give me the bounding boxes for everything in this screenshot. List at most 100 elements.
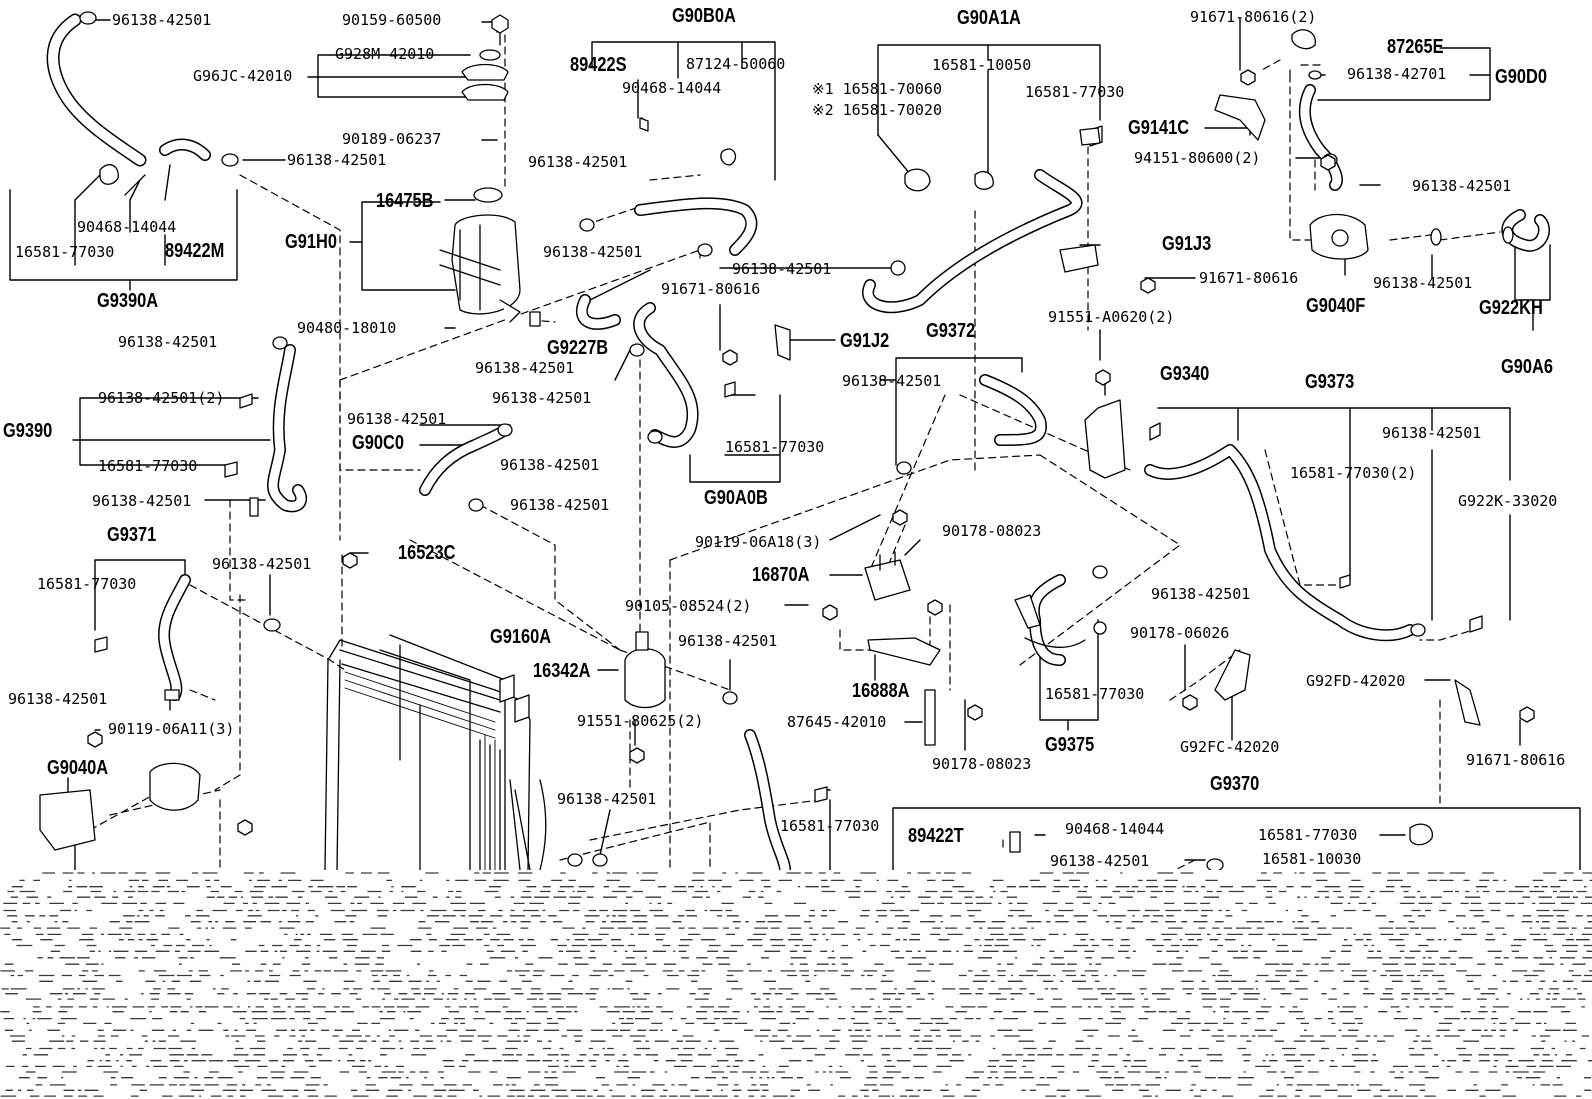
part-label: 96138-42501 [510,496,610,514]
part-label: G922K-33020 [1458,492,1558,510]
parts [39,11,1535,872]
part-label: G928M-42010 [335,45,435,63]
group-label: G90A6 [1501,356,1553,378]
part-label: 90178-06026 [1130,624,1230,642]
part-label: 90468-14044 [1065,820,1165,838]
part-label: 87645-42010 [787,713,887,731]
part-label: 16581-77030 [15,243,115,261]
group-label: G9372 [926,320,976,342]
dashed-leaders [89,34,1501,871]
group-label: G91J2 [840,330,890,352]
part-label: 90480-18010 [297,319,397,337]
part-label: ※1 16581-70060 [812,80,942,98]
part-label: 96138-42501 [347,410,447,428]
group-label: G90A0B [704,487,768,509]
group-label: G9160A [490,626,552,648]
group-label: 87265E [1387,36,1444,58]
part-label: 96138-42501 [732,260,832,278]
part-label: 96138-42501 [8,690,108,708]
group-label: G9040A [47,757,109,779]
part-label: 91671-80616 [1199,269,1299,287]
group-label: G91H0 [285,231,337,253]
group-label: G9040F [1306,295,1366,317]
group-label: G9340 [1160,363,1210,385]
noise-strokes [0,872,1592,1097]
part-label: 96138-42501 [118,333,218,351]
part-label: 90105-08524(2) [625,597,752,615]
part-label: 96138-42501 [212,555,312,573]
group-label: 89422T [908,825,964,847]
part-label: G92FC-42020 [1180,738,1280,756]
part-label: 96138-42501 [500,456,600,474]
group-label: G90C0 [352,432,404,454]
part-label: 16581-77030 [1258,826,1358,844]
part-label: 96138-42701 [1347,65,1447,83]
group-label: 16888A [852,680,910,702]
part-label: 96138-42501 [1050,852,1150,870]
part-label: 96138-42501 [1382,424,1482,442]
part-label: 96138-42501 [475,359,575,377]
part-label: 96138-42501(2) [98,389,225,407]
group-label: G90A1A [957,7,1021,29]
part-label: 94151-80600(2) [1134,149,1261,167]
part-label: 91671-80616 [1466,751,1566,769]
part-label: 96138-42501 [678,632,778,650]
part-label: 96138-42501 [112,11,212,29]
part-label: 16581-10030 [1262,850,1362,868]
part-label: 16581-77030 [37,575,137,593]
part-label: 90119-06A18(3) [695,533,822,551]
part-label: 91551-A0620(2) [1048,308,1175,326]
group-label: G9371 [107,524,157,546]
group-label: 16475B [376,190,434,212]
part-label: 96138-42501 [528,153,628,171]
group-label: 16342A [533,660,591,682]
group-label: G90B0A [672,5,736,27]
part-label: 90178-08023 [932,755,1032,773]
group-label: G90D0 [1495,66,1547,88]
part-label: G96JC-42010 [193,67,293,85]
part-label: 96138-42501 [543,243,643,261]
part-label: 16581-77030 [725,438,825,456]
group-label: G9141C [1128,117,1190,139]
group-label: G9375 [1045,734,1095,756]
part-label: 96138-42501 [557,790,657,808]
part-label: ※2 16581-70020 [812,101,942,119]
part-label: 16581-77030 [98,457,198,475]
group-label: G9227B [547,337,609,359]
group-label: G922KH [1479,297,1543,319]
part-label: 96138-42501 [1412,177,1512,195]
part-label: 91671-80616(2) [1190,8,1317,26]
part-label: 96138-42501 [492,389,592,407]
part-label: 90159-60500 [342,11,442,29]
part-label: 96138-42501 [842,372,942,390]
truncated-region [0,870,1592,1099]
group-label: G91J3 [1162,233,1212,255]
part-label: 90189-06237 [342,130,442,148]
part-label: 96138-42501 [1151,585,1251,603]
group-label: G9390A [97,290,159,312]
group-label: 89422S [570,54,627,76]
callout-lines [9,17,1581,871]
group-label: 16523C [398,542,456,564]
part-label: 16581-77030(2) [1290,464,1417,482]
part-label: 16581-77030 [1045,685,1145,703]
group-label: G9373 [1305,371,1355,393]
noise-pattern [0,872,1592,1097]
group-label: 16870A [752,564,810,586]
part-label: 87124-50060 [686,55,786,73]
part-label: 16581-10050 [932,56,1032,74]
part-label: 90468-14044 [77,218,177,236]
part-label: 96138-42501 [92,492,192,510]
part-label: 96138-42501 [1373,274,1473,292]
group-label: 89422M [165,240,225,262]
group-label: G9390 [3,420,53,442]
part-label: 91671-80616 [661,280,761,298]
part-label: 16581-77030 [1025,83,1125,101]
part-label: 96138-42501 [287,151,387,169]
part-label: 90119-06A11(3) [108,720,235,738]
part-label: 90178-08023 [942,522,1042,540]
part-label: G92FD-42020 [1306,672,1406,690]
hoses [53,13,1550,876]
